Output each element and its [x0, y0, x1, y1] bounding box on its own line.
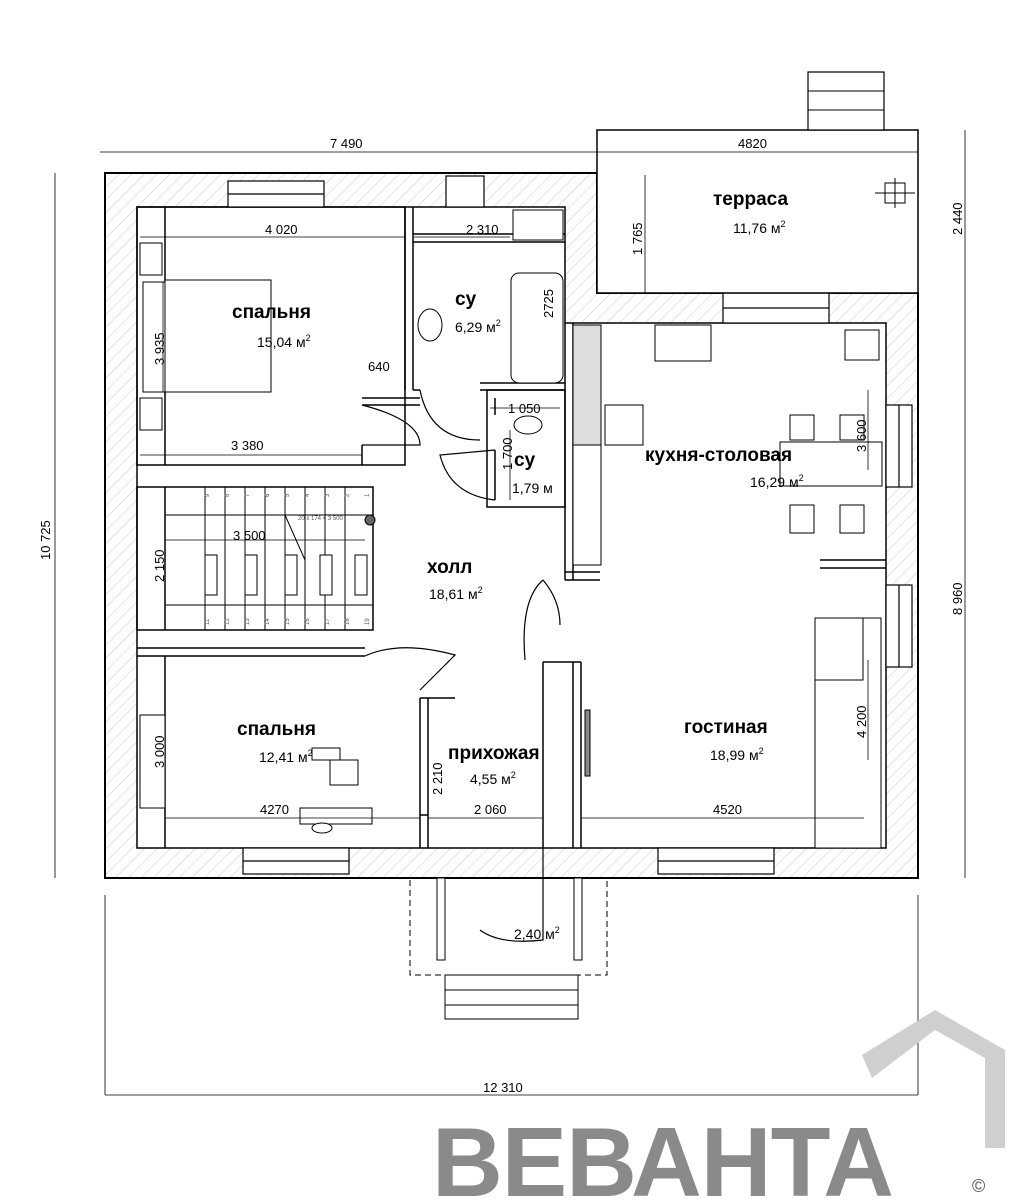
- dim-entrance-depth: 2 210: [430, 762, 445, 795]
- dim-entrance-width: 2 060: [474, 802, 507, 817]
- stair-note: 20 х 174 = 3 500: [298, 516, 344, 522]
- dim-top-terrace: 4820: [738, 136, 767, 151]
- dim-terrace-depth: 2 440: [950, 202, 965, 235]
- furniture: [139, 209, 883, 849]
- stair-step-number: 6: [265, 493, 271, 497]
- dim-stair-width: 3 500: [233, 528, 266, 543]
- area-hall: 18,61 м2: [429, 585, 483, 602]
- dim-left-total: 10 725: [38, 520, 53, 560]
- dim-bedroom2-width: 4270: [260, 802, 289, 817]
- room-name-terrace: терраса: [713, 189, 788, 210]
- copyright-symbol: ©: [972, 1176, 985, 1196]
- room-name-kitchen: кухня-столовая: [645, 445, 792, 466]
- dim-bedroom2-depth: 3 000: [152, 735, 167, 768]
- dim-right-lower: 8 960: [950, 582, 965, 615]
- room-name-entrance: прихожая: [448, 743, 540, 764]
- toilet: [513, 415, 543, 435]
- walls: [104, 172, 919, 942]
- stair-step-number: 9: [205, 493, 211, 497]
- stair-step-number: 16: [305, 618, 311, 625]
- area-entrance: 4,55 м2: [470, 770, 516, 787]
- bed: [164, 279, 272, 393]
- stair-step-number: 11: [205, 618, 211, 625]
- washbasin: [417, 308, 443, 342]
- dining-table: [779, 441, 883, 487]
- stair-step-number: 8: [225, 493, 231, 497]
- dim-bedroom1-width: 4 020: [265, 222, 298, 237]
- room-name-bathroom-1: су: [455, 289, 477, 310]
- stair-step-number: 14: [265, 618, 271, 625]
- stair-step-number: 19: [365, 618, 371, 625]
- area-living: 18,99 м2: [710, 746, 764, 763]
- dim-kitchen-depth: 3 600: [854, 419, 869, 452]
- area-bedroom-1: 15,04 м2: [257, 333, 311, 350]
- stair-step-number: 4: [305, 493, 311, 497]
- room-name-bedroom-2: спальня: [237, 719, 316, 740]
- area-bedroom-2: 12,41 м2: [259, 748, 313, 765]
- area-bathroom-2: 1,79 м: [512, 480, 553, 496]
- room-name-living: гостиная: [684, 717, 768, 738]
- dim-stair-depth: 2 150: [152, 549, 167, 582]
- dim-living-width: 4520: [713, 802, 742, 817]
- room-name-bathroom-2: су: [514, 450, 536, 471]
- stair-step-number: 7: [245, 493, 251, 497]
- dim-bath2-depth: 1 700: [500, 437, 515, 470]
- dimension-lines: [54, 130, 966, 1096]
- dim-bedroom1-door: 640: [368, 359, 390, 374]
- room-name-hall: холл: [427, 557, 472, 578]
- stair-step-number: 17: [325, 618, 331, 625]
- stair-step-number: 12: [225, 618, 231, 625]
- stair-step-number: 13: [245, 618, 251, 625]
- dim-bottom-total: 12 310: [483, 1080, 523, 1095]
- dim-bath1-depth: 2725: [541, 289, 556, 318]
- dim-top-left: 7 490: [330, 136, 363, 151]
- brand-roof-logo: [862, 1010, 1005, 1148]
- staircase: [165, 487, 376, 630]
- brand-wordmark: ВЕВАНТА: [432, 1107, 893, 1200]
- dim-bedroom1-bottom: 3 380: [231, 438, 264, 453]
- terrace: [596, 71, 919, 294]
- bathtub: [510, 272, 564, 384]
- dim-bedroom1-depth: 3 935: [152, 332, 167, 365]
- stair-step-number: 2: [345, 493, 351, 497]
- stair-step-number: 15: [285, 618, 291, 625]
- dim-bath1-width: 2 310: [466, 222, 499, 237]
- area-terrace: 11,76 м2: [733, 219, 786, 236]
- porch: [409, 877, 608, 1020]
- stair-step-number: 18: [345, 618, 351, 625]
- area-bathroom-1: 6,29 м2: [455, 318, 501, 335]
- stair-step-number: 1: [365, 493, 371, 497]
- stair-step-number: 5: [285, 493, 291, 497]
- dim-living-depth: 4 200: [854, 705, 869, 738]
- shower: [512, 209, 564, 241]
- area-porch: 2,40 м2: [514, 925, 560, 942]
- dim-terrace-inner: 1 765: [630, 222, 645, 255]
- area-kitchen: 16,29 м2: [750, 473, 804, 490]
- dim-bath2-width: 1 050: [508, 401, 541, 416]
- room-name-bedroom-1: спальня: [232, 302, 311, 323]
- stair-step-number: 3: [325, 493, 331, 497]
